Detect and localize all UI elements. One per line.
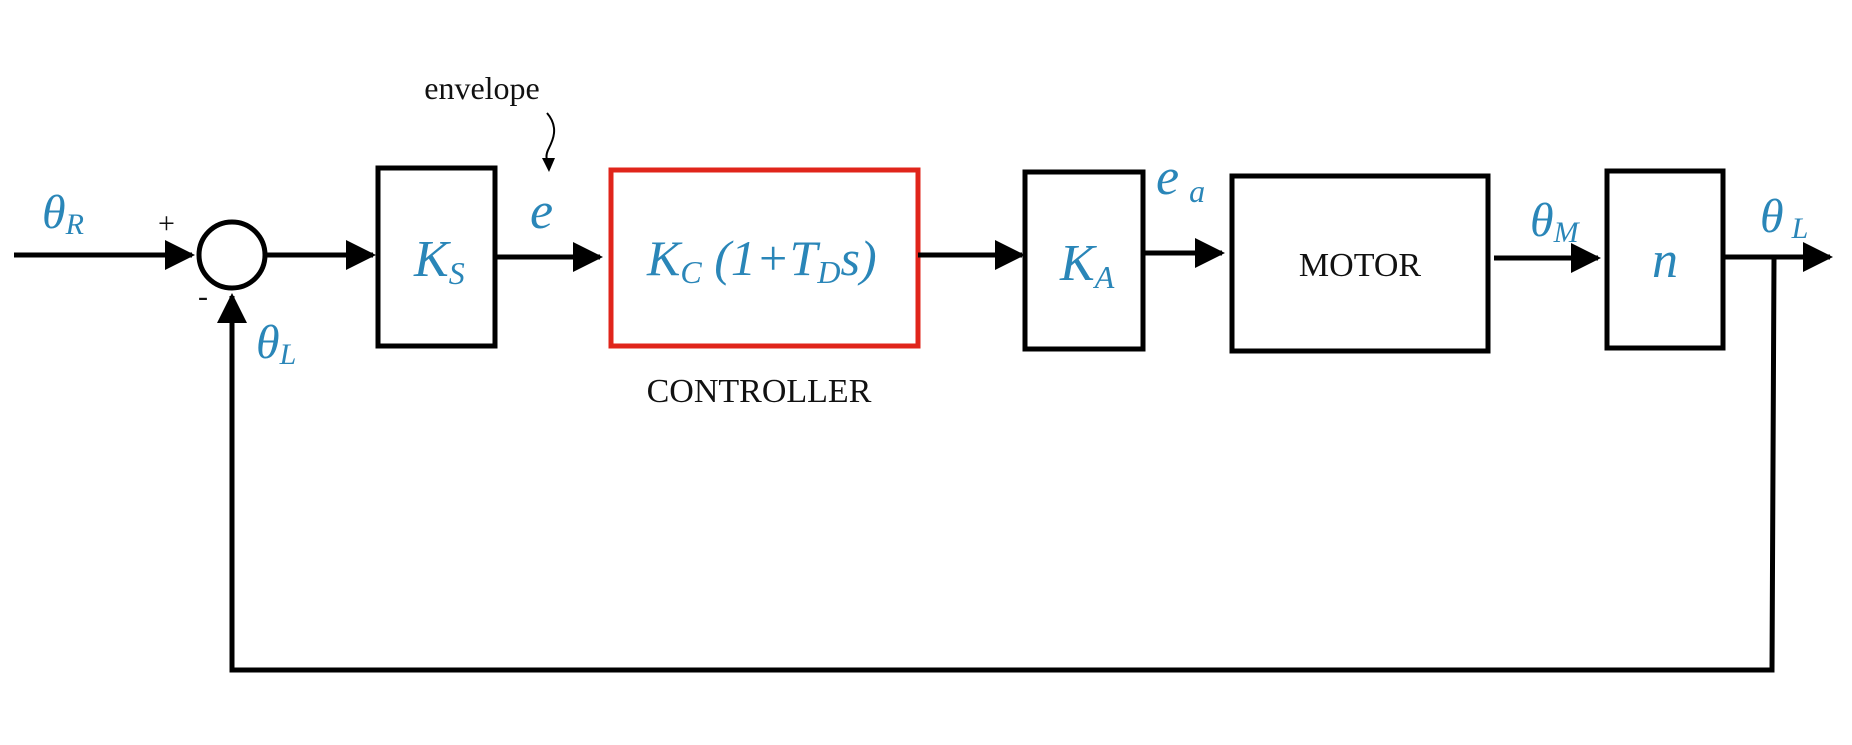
envelope-pointer — [545, 112, 556, 164]
summing-junction — [196, 219, 268, 291]
ka-label: KA — [1059, 235, 1115, 295]
envelope-pointer-head — [542, 158, 555, 172]
ks-label: KS — [413, 231, 465, 291]
motor-label: MOTOR — [1299, 247, 1421, 284]
n-block — [1604, 168, 1726, 351]
controller-label: KC (1+TDs) — [646, 230, 877, 290]
plus-sign: + — [158, 207, 175, 240]
envelope-annotation: envelope — [424, 70, 540, 106]
controller-annotation: CONTROLLER — [647, 373, 872, 410]
n-label: n — [1652, 232, 1678, 289]
theta-l-feedback-label: θL — [256, 316, 296, 371]
controller-block — [608, 167, 921, 349]
feedback-path — [217, 257, 1777, 673]
ka-block — [1022, 169, 1146, 352]
e-label: e — [530, 183, 553, 240]
minus-sign: - — [198, 280, 208, 313]
theta-m-label: θM — [1530, 194, 1581, 249]
theta-r-label: θR — [42, 186, 84, 241]
motor-block — [1229, 173, 1491, 354]
